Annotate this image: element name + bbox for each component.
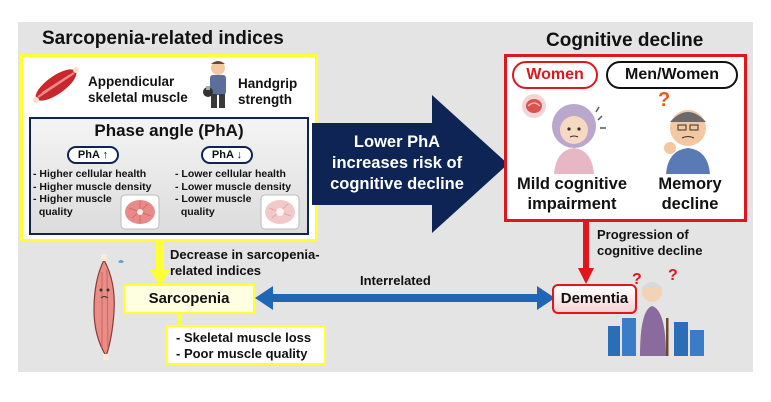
memory-label: Memory decline [640,174,740,214]
pha-low-item: - Lower muscle density [175,180,292,193]
progression-label-line: cognitive decline [597,243,703,258]
pha-low-list: - Lower cellular health - Lower muscle d… [175,168,291,218]
pha-low-item: - Lower cellular health [175,168,286,180]
muscle-cross-section-icon-high [120,194,160,230]
memory-label-line: Memory [658,175,722,193]
pha-low-badge: PhA ↓ [201,146,253,164]
dementia-box: Dementia [552,284,637,314]
progression-label: Progression of cognitive decline [597,227,702,259]
svg-text:?: ? [668,267,678,284]
mci-label-line: Mild cognitive [516,175,627,193]
muscle-label-text: Appendicular skeletal muscle [88,74,188,105]
decrease-label-line: related indices [170,263,262,278]
pha-low-item: quality [175,205,215,218]
men-women-badge: Men/Women [606,61,738,89]
sarcopenia-detail-item: - Poor muscle quality [176,346,308,361]
sarcopenia-details-box: - Skeletal muscle loss - Poor muscle qua… [166,325,326,365]
details-connector [178,314,182,326]
pha-high-item: - Higher muscle density [33,180,152,193]
decrease-label: Decrease in sarcopenia- related indices [170,247,320,279]
mci-label-line: impairment [527,195,617,213]
svg-text:?: ? [658,89,670,111]
man-question-icon: ? [658,89,710,174]
weak-muscle-icon [93,254,124,360]
lower-pha-arrow [312,95,508,233]
sarcopenia-box: Sarcopenia [123,284,255,314]
yellow-down-arrow [150,240,170,286]
women-badge: Women [512,61,598,89]
handgrip-icon [203,61,226,108]
arrow-text-line: Lower PhA [353,133,441,151]
arrow-text-line: increases risk of [331,154,463,172]
arrow-text-line: cognitive decline [330,175,464,193]
phase-angle-title: Phase angle (PhA) [94,121,244,140]
sarcopenia-detail-item: - Skeletal muscle loss [176,330,312,345]
pha-high-item: - Higher cellular health [33,168,147,180]
handgrip-label: Handgrip strength [238,76,308,108]
woman-brain-icon [522,94,606,174]
mci-label: Mild cognitive impairment [507,174,637,214]
interrelated-label: Interrelated [360,273,431,288]
handgrip-label-text: Handgrip strength [238,76,298,107]
elderly-dementia-icon: ? ? [608,267,704,356]
pha-low-item: - Lower muscle [175,193,252,205]
pha-high-item: quality [33,205,73,218]
interrelated-arrow [255,286,555,310]
decrease-label-line: Decrease in sarcopenia- [170,247,320,262]
sarcopenia-indices-title: Sarcopenia-related indices [42,28,284,49]
svg-text:?: ? [632,271,642,288]
muscle-icon [33,67,79,103]
arrow-text: Lower PhA increases risk of cognitive de… [312,132,482,195]
muscle-cross-section-icon-low [260,194,300,230]
progression-label-line: Progression of [597,227,689,242]
red-down-arrow [578,222,594,284]
cognitive-decline-title: Cognitive decline [546,30,704,51]
pha-high-item: - Higher muscle [33,193,112,205]
pha-high-list: - Higher cellular health - Higher muscle… [33,168,151,218]
pha-high-badge: PhA ↑ [67,146,119,164]
memory-label-line: decline [661,195,719,213]
muscle-label: Appendicular skeletal muscle [88,74,198,106]
